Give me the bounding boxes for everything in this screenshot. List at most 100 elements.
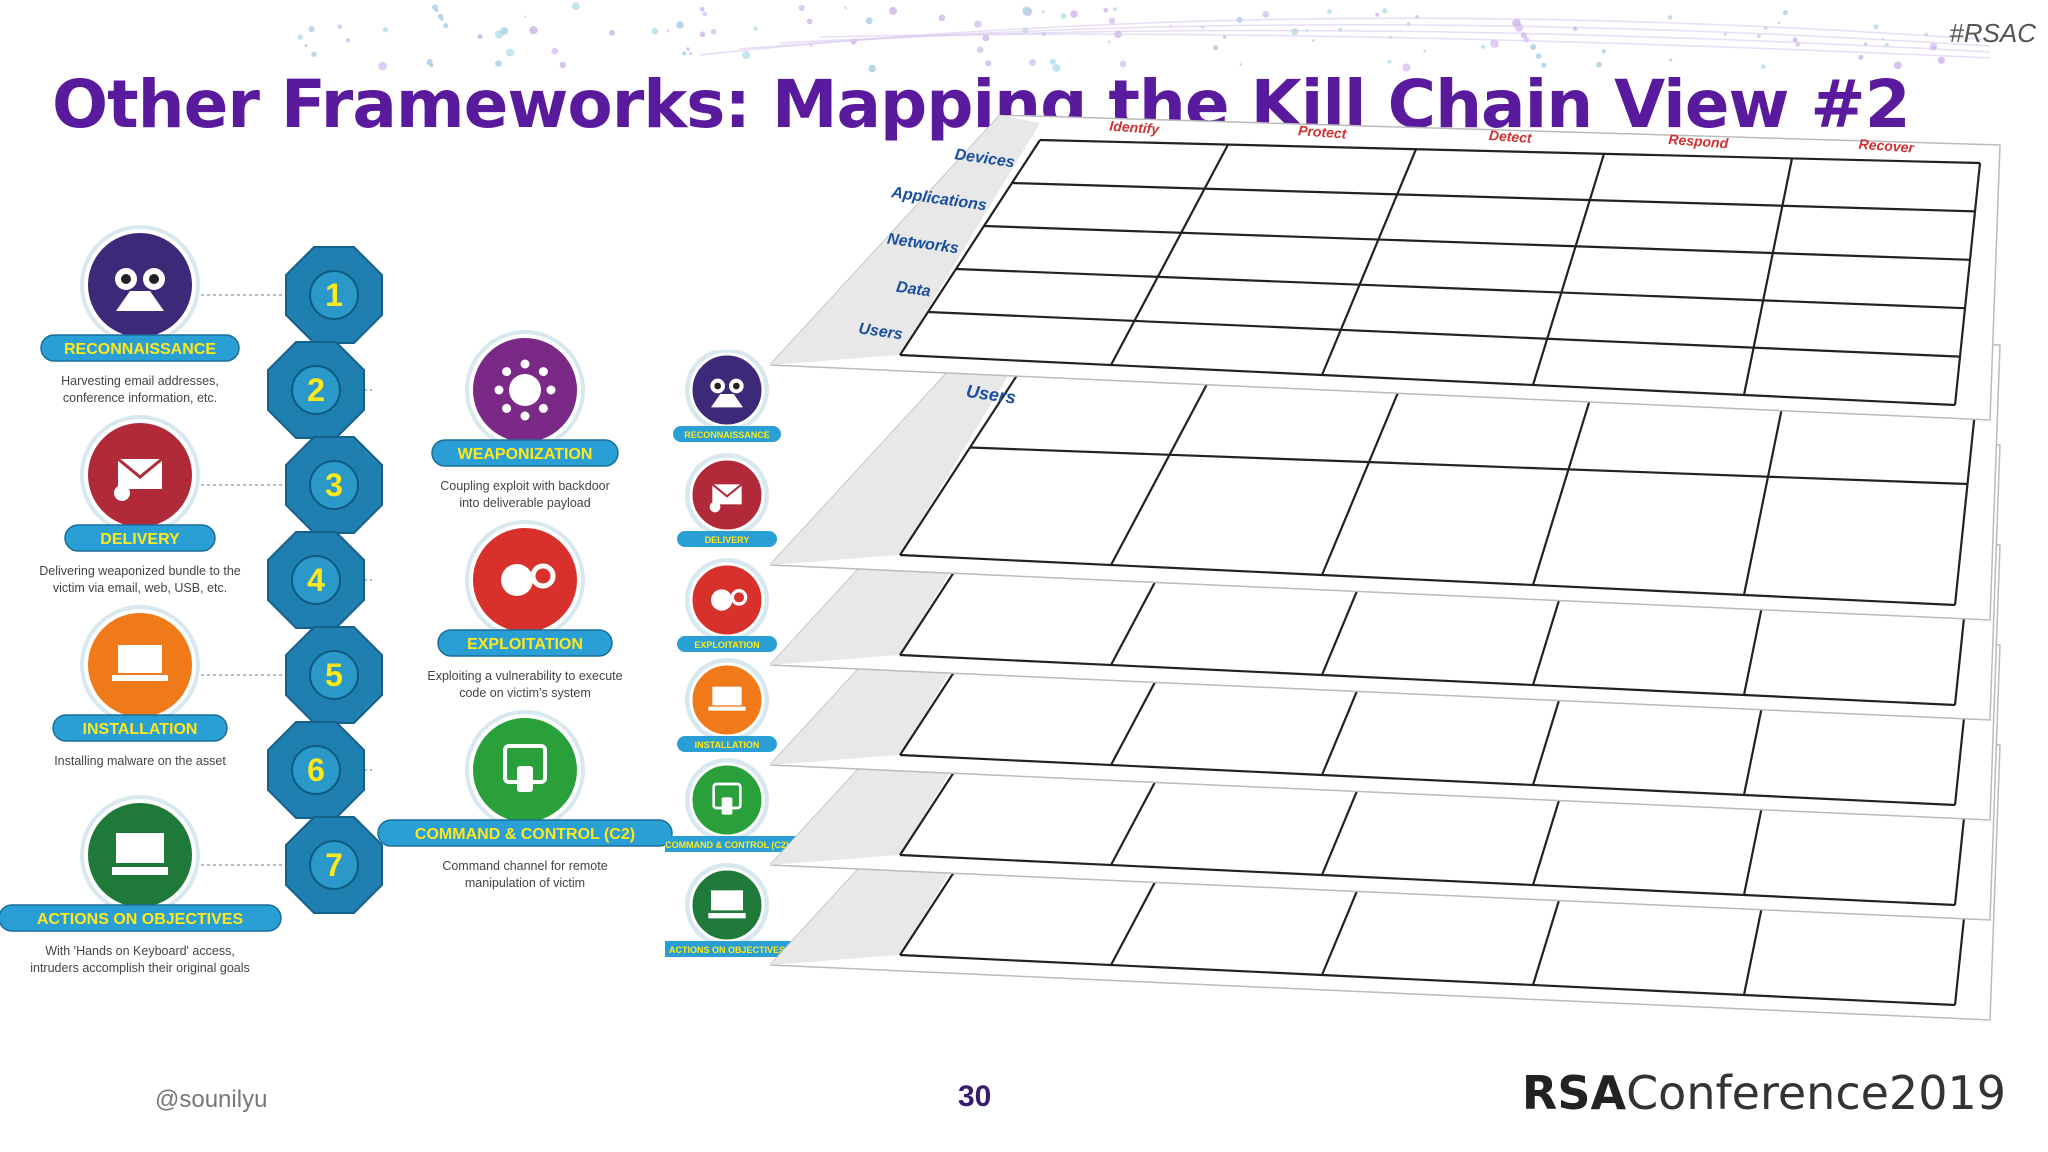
step-number: 1 [325, 277, 343, 313]
deco-dot [1375, 12, 1380, 17]
step-description: Coupling exploit with backdoor [440, 479, 610, 493]
mini-label-pill [677, 636, 777, 652]
deco-swirl-line [779, 29, 1991, 53]
deco-dot [974, 20, 982, 28]
rsa-conference-logo: RSAConference2019 [1522, 1066, 2006, 1120]
step-label: ACTIONS ON OBJECTIVES [37, 911, 244, 928]
grid-row-line [899, 653, 1956, 707]
grid-row-line [1039, 138, 1981, 165]
step-label-pill [437, 629, 613, 657]
decorative-dot-swirl [297, 2, 1991, 73]
deco-dot [378, 61, 387, 71]
deco-dot [1070, 10, 1078, 18]
deco-dot [753, 26, 758, 31]
step-description: Harvesting email addresses, [61, 374, 219, 388]
rsac-hashtag: #RSAC [1949, 18, 2036, 48]
mini-kill-chain-item: INSTALLATION [677, 658, 777, 752]
deco-dot [1113, 7, 1118, 12]
step-number-disc [291, 555, 341, 605]
deco-dot [1262, 10, 1270, 18]
logo-conference: Conference2019 [1626, 1066, 2006, 1120]
deco-dot [609, 29, 616, 36]
grid-col-line [1531, 153, 1606, 386]
mini-kill-chain-item: EXPLOITATION [677, 558, 777, 652]
deco-dot [798, 4, 805, 12]
deco-dot [1541, 62, 1547, 68]
deco-dot [1893, 61, 1902, 70]
deco-dot [308, 25, 315, 33]
deco-dot [304, 44, 308, 48]
deco-dot [1782, 10, 1788, 16]
deco-dot [1108, 17, 1116, 24]
step-label-pill [64, 524, 216, 552]
mini-label: COMMAND & CONTROL (C2) [665, 840, 789, 850]
step-number: 3 [325, 467, 343, 503]
deco-dot [699, 31, 706, 38]
step-number-disc [309, 270, 359, 320]
deco-dot [1022, 6, 1031, 16]
grid-col-line [899, 139, 1041, 356]
kill-chain-mini-icons: RECONNAISSANCEDELIVERYEXPLOITATIONINSTAL… [665, 350, 805, 957]
mini-label-pill [677, 531, 777, 547]
grid-row-line [969, 446, 1968, 486]
mini-label-pill [665, 836, 805, 852]
grid-col-line [1320, 148, 1418, 376]
step-description: Installing malware on the asset [54, 754, 226, 768]
deco-dot [529, 26, 538, 35]
deco-dot [1041, 10, 1045, 14]
mini-label: EXPLOITATION [694, 640, 759, 650]
deco-dot [495, 60, 502, 67]
deco-dot [1601, 49, 1606, 54]
step-description: Exploiting a vulnerability to execute [427, 669, 622, 683]
deco-dot [443, 22, 449, 29]
grid-col-line [1953, 162, 1982, 406]
deco-dot [1327, 9, 1333, 15]
step-label: RECONNAISSANCE [64, 341, 216, 358]
step-description: intruders accomplish their original goal… [30, 961, 250, 975]
deco-dot [1291, 28, 1299, 36]
step-label-pill [377, 819, 673, 847]
slide-title: Other Frameworks: Mapping the Kill Chain… [52, 66, 1911, 143]
deco-dot [1669, 58, 1673, 62]
grid-row-line [955, 267, 1966, 310]
deco-dot [651, 27, 659, 35]
step-label: INSTALLATION [83, 721, 198, 738]
grid-row-line [927, 310, 1961, 358]
deco-dot [429, 63, 434, 68]
author-handle: @sounilyu [155, 1086, 268, 1113]
deco-dot [500, 27, 509, 35]
deco-dot [1029, 58, 1037, 66]
step-number-disc [291, 745, 341, 795]
deco-dot [1312, 39, 1315, 42]
deco-dot [506, 48, 514, 57]
deco-dot [524, 15, 527, 18]
deco-dot [1387, 59, 1392, 64]
deco-dot [1423, 50, 1426, 53]
step-label-pill [52, 714, 228, 742]
deco-dot [982, 34, 990, 42]
deco-dot [437, 13, 444, 20]
deco-dot [559, 61, 567, 69]
deco-dot [1060, 13, 1067, 19]
mini-label: RECONNAISSANCE [684, 430, 770, 440]
deco-dot [434, 8, 439, 13]
deco-dot [844, 6, 847, 10]
mini-kill-chain-item: RECONNAISSANCE [673, 350, 781, 442]
step-label: WEAPONIZATION [458, 446, 593, 463]
deco-dot [702, 11, 708, 17]
deco-dot [686, 47, 690, 51]
step-number-disc [309, 840, 359, 890]
step-label: COMMAND & CONTROL (C2) [415, 826, 635, 843]
deco-dot [477, 34, 483, 40]
deco-dot [1119, 60, 1127, 68]
deco-dot [1107, 40, 1111, 44]
grid-row-line [1011, 181, 1976, 213]
step-label-pill [0, 904, 282, 932]
mini-label: INSTALLATION [695, 740, 760, 750]
deco-dot [1490, 39, 1499, 48]
grid-row-line [899, 553, 1956, 607]
deco-dot [1723, 32, 1727, 36]
